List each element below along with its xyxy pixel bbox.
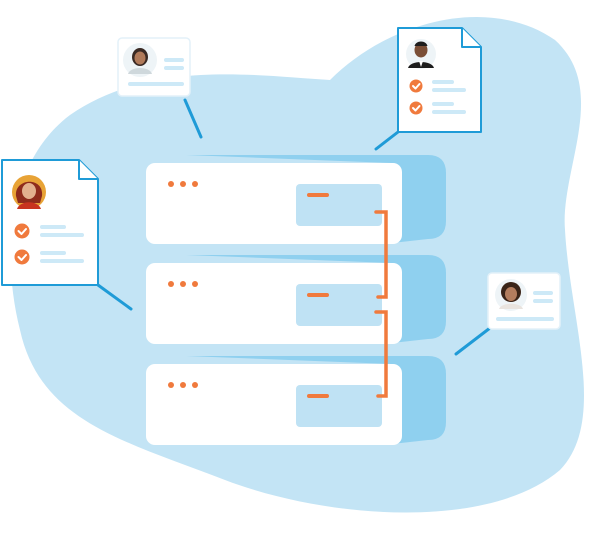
drive-indicator bbox=[307, 193, 329, 197]
check-icon bbox=[409, 101, 423, 115]
avatar-woman-curly-icon bbox=[495, 279, 527, 311]
profile-card-right bbox=[487, 272, 561, 330]
connection-bracket bbox=[374, 210, 388, 398]
server-unit-3 bbox=[146, 356, 446, 445]
connector-line-right bbox=[454, 326, 492, 356]
avatar-man-suit-icon bbox=[406, 39, 436, 69]
status-light-icon bbox=[192, 382, 198, 388]
status-light-icon bbox=[168, 382, 174, 388]
check-icon bbox=[14, 223, 30, 239]
drive-indicator bbox=[307, 293, 329, 297]
status-light-icon bbox=[180, 181, 186, 187]
bracket-link-upper bbox=[374, 210, 388, 299]
check-icon bbox=[409, 79, 423, 93]
profile-doc-top-right bbox=[397, 27, 482, 133]
check-icon bbox=[14, 249, 30, 265]
status-light-icon bbox=[168, 281, 174, 287]
status-light-icon bbox=[168, 181, 174, 187]
server-unit-1 bbox=[146, 155, 446, 244]
drive-indicator bbox=[307, 394, 329, 398]
connector-line-left bbox=[96, 283, 133, 311]
server-unit-2 bbox=[146, 255, 446, 344]
drive-bay bbox=[296, 184, 382, 226]
profile-doc-left bbox=[1, 159, 99, 286]
drive-bay bbox=[296, 284, 382, 326]
profile-card-top-left bbox=[117, 37, 191, 97]
status-light-icon bbox=[180, 382, 186, 388]
status-light-icon bbox=[192, 281, 198, 287]
status-light-icon bbox=[192, 181, 198, 187]
status-light-icon bbox=[180, 281, 186, 287]
connector-line-top-right bbox=[374, 130, 400, 151]
avatar-woman-red-icon bbox=[12, 175, 46, 209]
bracket-link-lower bbox=[374, 310, 388, 398]
connector-line-top-left bbox=[183, 98, 203, 139]
avatar-woman-icon bbox=[123, 43, 157, 77]
server-stack bbox=[146, 155, 446, 445]
drive-bay bbox=[296, 385, 382, 427]
